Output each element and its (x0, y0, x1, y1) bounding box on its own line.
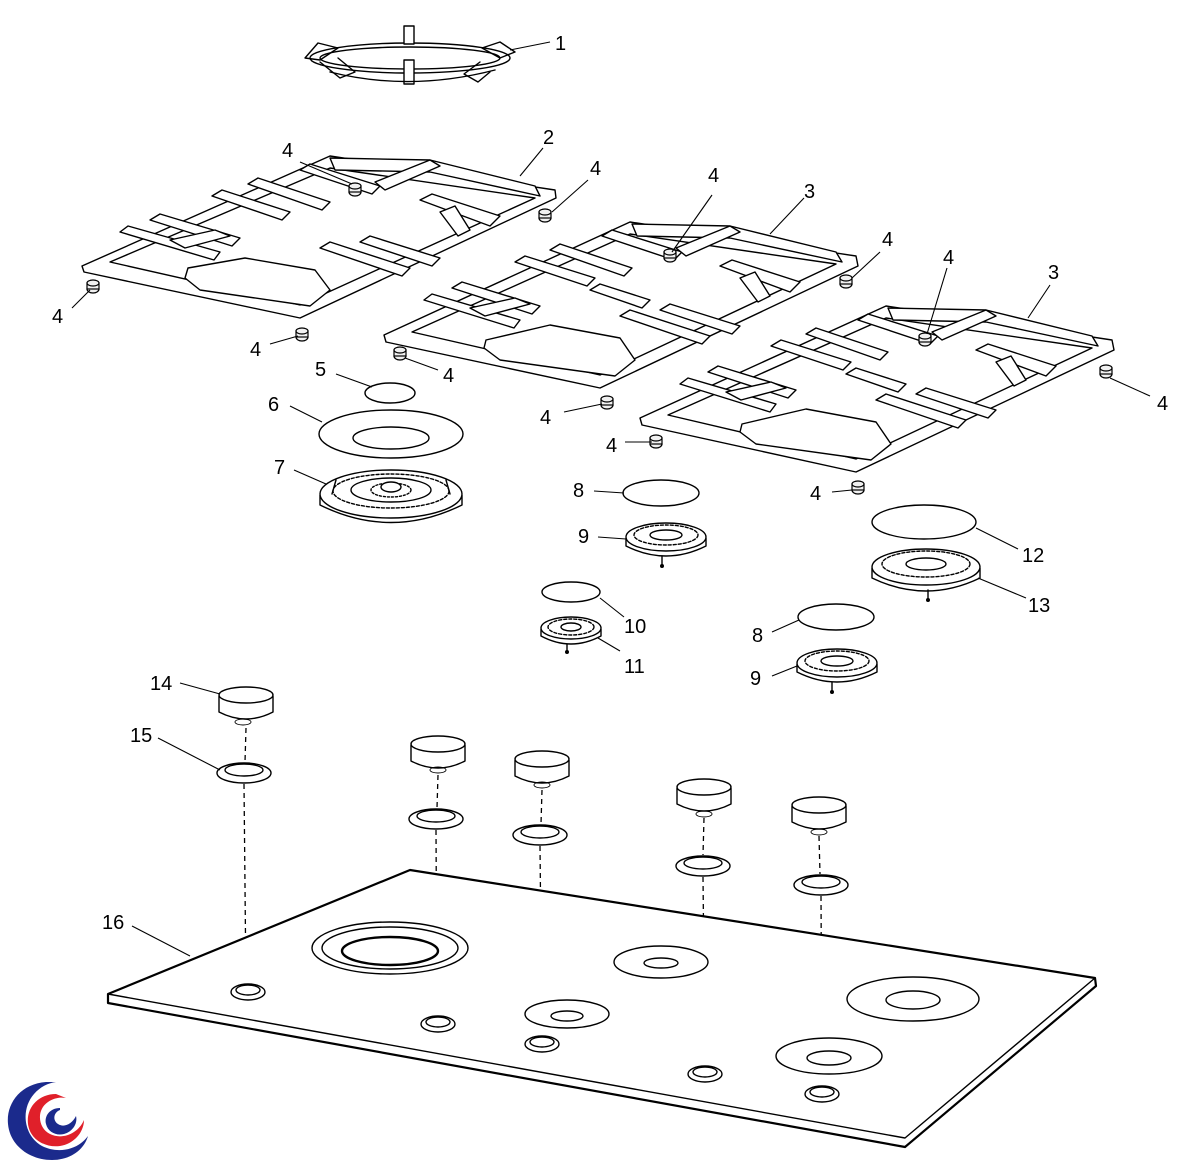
callout-4-j: 4 (1157, 393, 1168, 415)
grate-left-part-2 (81, 155, 557, 319)
wok-ring-part-1 (304, 25, 516, 85)
callout-4-h: 4 (443, 365, 454, 387)
callout-11: 11 (624, 656, 645, 678)
burner-cap-part-8-upper (622, 479, 700, 507)
callout-15: 15 (130, 725, 152, 747)
callout-10: 10 (624, 616, 646, 638)
callout-3-middle: 3 (804, 181, 815, 203)
callout-8-upper: 8 (573, 480, 584, 502)
callout-4-b: 4 (590, 158, 601, 180)
callout-labels: 1 2 3 3 4 4 4 4 4 4 4 4 4 4 4 4 4 5 6 7 … (52, 33, 1168, 934)
brand-logo (7, 1082, 89, 1160)
burner-cap-part-5 (364, 382, 416, 404)
burner-ring-part-6 (318, 409, 464, 459)
callout-14: 14 (150, 673, 172, 695)
callout-5: 5 (315, 359, 326, 381)
grate-right-part-3 (639, 305, 1115, 473)
callout-4-g: 4 (250, 339, 261, 361)
callout-2: 2 (543, 127, 554, 149)
burner-head-part-9-upper (625, 522, 707, 568)
burner-head-part-9-lower (796, 648, 878, 694)
callout-4-i: 4 (540, 407, 551, 429)
callout-12: 12 (1022, 545, 1044, 567)
callout-9-upper: 9 (578, 526, 589, 548)
glass-cooktop-part-16 (106, 868, 1098, 1149)
callout-4-f: 4 (52, 306, 63, 328)
callout-7: 7 (274, 457, 285, 479)
burner-cap-part-10 (541, 581, 601, 603)
callout-3-right: 3 (1048, 262, 1059, 284)
callout-4-d: 4 (882, 229, 893, 251)
callout-4-a: 4 (282, 140, 293, 162)
callout-4-k: 4 (606, 435, 617, 457)
callout-8-lower: 8 (752, 625, 763, 647)
callout-4-l: 4 (810, 483, 821, 505)
callout-13: 13 (1028, 595, 1050, 617)
knob-bezels-part-15 (216, 762, 849, 896)
callout-16: 16 (102, 912, 124, 934)
burner-head-part-11 (540, 616, 602, 654)
callout-1: 1 (555, 33, 566, 55)
callout-4-e: 4 (943, 247, 954, 269)
burner-cap-part-12 (871, 504, 977, 540)
callout-4-c: 4 (708, 165, 719, 187)
burner-cap-part-8-lower (797, 603, 875, 631)
leader-lines (71, 41, 1151, 957)
callout-9-lower: 9 (750, 668, 761, 690)
rubber-feet-part-4 (86, 182, 1113, 495)
callout-6: 6 (268, 394, 279, 416)
burner-base-part-7 (319, 469, 463, 524)
burner-head-part-13 (871, 548, 981, 602)
control-knobs-part-14 (218, 686, 847, 836)
